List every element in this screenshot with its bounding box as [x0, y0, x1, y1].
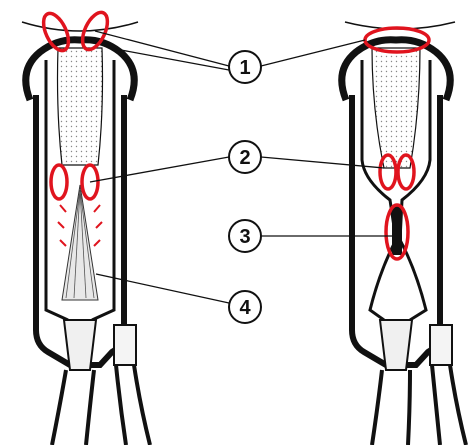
right-teat-cup	[342, 22, 466, 445]
left-pulse-hose	[116, 365, 150, 445]
left-claw-nozzle	[64, 320, 96, 370]
left-teat-cup	[22, 9, 150, 445]
callout-4-label: 4	[239, 297, 251, 319]
left-highlight-2a	[51, 165, 67, 199]
right-teat	[372, 48, 420, 168]
right-pulse-hose	[432, 365, 466, 445]
left-milk-spray	[62, 185, 98, 300]
callout-2: 2	[229, 141, 261, 173]
callout-1: 1	[229, 51, 261, 83]
right-milk-hose	[372, 370, 410, 445]
right-pulse-stub	[430, 325, 452, 365]
left-teat	[58, 48, 103, 165]
left-pulse-stub	[114, 325, 136, 365]
callout-2-label: 2	[239, 147, 250, 169]
callout-4: 4	[229, 291, 261, 323]
callout-3: 3	[229, 220, 261, 252]
leader-4-left	[96, 274, 229, 303]
left-udder-outline	[22, 22, 138, 31]
leader-2-right	[261, 157, 384, 168]
left-milk-hose	[52, 370, 94, 445]
right-pinched-section	[392, 205, 402, 255]
right-claw-nozzle	[380, 320, 412, 370]
leader-2-left	[90, 157, 229, 182]
callout-1-label: 1	[239, 57, 250, 79]
callout-3-label: 3	[239, 226, 250, 248]
